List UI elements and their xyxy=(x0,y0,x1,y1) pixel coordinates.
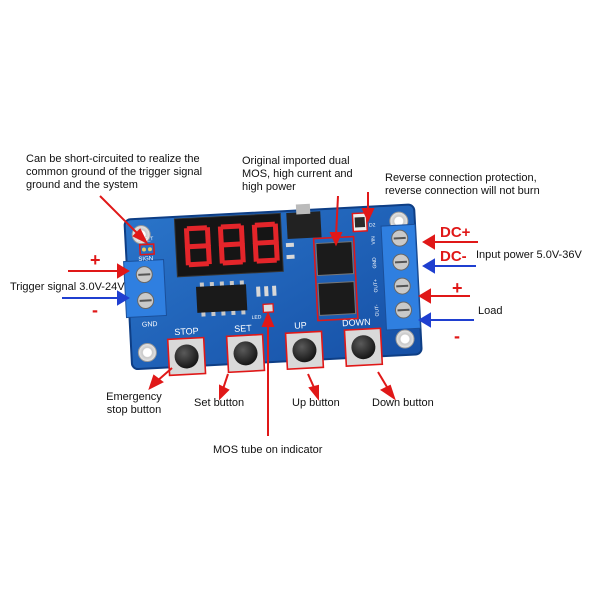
silk-stop: STOP xyxy=(174,326,199,337)
label-mos-dual: Original imported dual MOS, high current… xyxy=(242,155,353,193)
silk-vin: VIN xyxy=(371,236,377,245)
label-load-plus: + xyxy=(452,278,463,298)
button-up[interactable] xyxy=(284,330,325,371)
silk-set: SET xyxy=(234,323,253,334)
silk-led: LED xyxy=(252,314,262,321)
label-load: Load xyxy=(478,305,503,317)
label-emergency-stop: Emergency stop button xyxy=(106,391,162,416)
label-trigger-minus: - xyxy=(92,300,98,320)
label-down-button: Down button xyxy=(372,397,434,409)
trigger-terminal-block xyxy=(123,259,167,319)
label-ground-short: Can be short-circuited to realize the co… xyxy=(26,153,203,191)
silk-gnd: GND xyxy=(142,321,158,329)
silk-signal: SIGN xyxy=(138,256,153,263)
label-dc-plus: DC+ xyxy=(440,224,471,241)
silk-d2: D2 xyxy=(369,222,376,228)
mosfet-1 xyxy=(315,241,355,277)
label-reverse-protection: Reverse connection protection, reverse c… xyxy=(385,172,540,197)
label-input-power: Input power 5.0V-36V xyxy=(476,249,582,261)
silk-out-plus: OUT+ xyxy=(373,279,380,293)
pcb-board: STOP SET UP DOWN GND_T SIGN GND LED D2 V… xyxy=(123,203,423,377)
regulator xyxy=(286,211,322,240)
label-load-minus: - xyxy=(454,326,460,346)
mosfet-2 xyxy=(317,281,357,316)
silk-gnd-r: GND xyxy=(372,257,379,269)
button-stop[interactable] xyxy=(166,336,207,377)
label-set-button: Set button xyxy=(194,397,245,409)
silk-out-minus: OUT- xyxy=(374,304,381,317)
mounting-hole xyxy=(137,343,157,363)
button-down[interactable] xyxy=(343,327,384,367)
display-segments xyxy=(183,221,280,268)
mounting-hole xyxy=(395,329,415,349)
button-set[interactable] xyxy=(225,333,266,374)
label-trigger-plus: + xyxy=(90,250,101,270)
label-trigger-signal: Trigger signal 3.0V-24V xyxy=(10,281,125,293)
gnd-jumper xyxy=(138,243,156,256)
label-mos-indicator: MOS tube on indicator xyxy=(213,444,323,456)
power-terminal-block xyxy=(380,223,421,331)
label-dc-minus: DC- xyxy=(440,248,467,265)
ic-chip xyxy=(195,284,248,313)
silk-up: UP xyxy=(294,320,307,331)
silk-down: DOWN xyxy=(342,317,371,328)
mos-indicator-led xyxy=(262,303,275,314)
label-up-button: Up button xyxy=(292,397,340,409)
